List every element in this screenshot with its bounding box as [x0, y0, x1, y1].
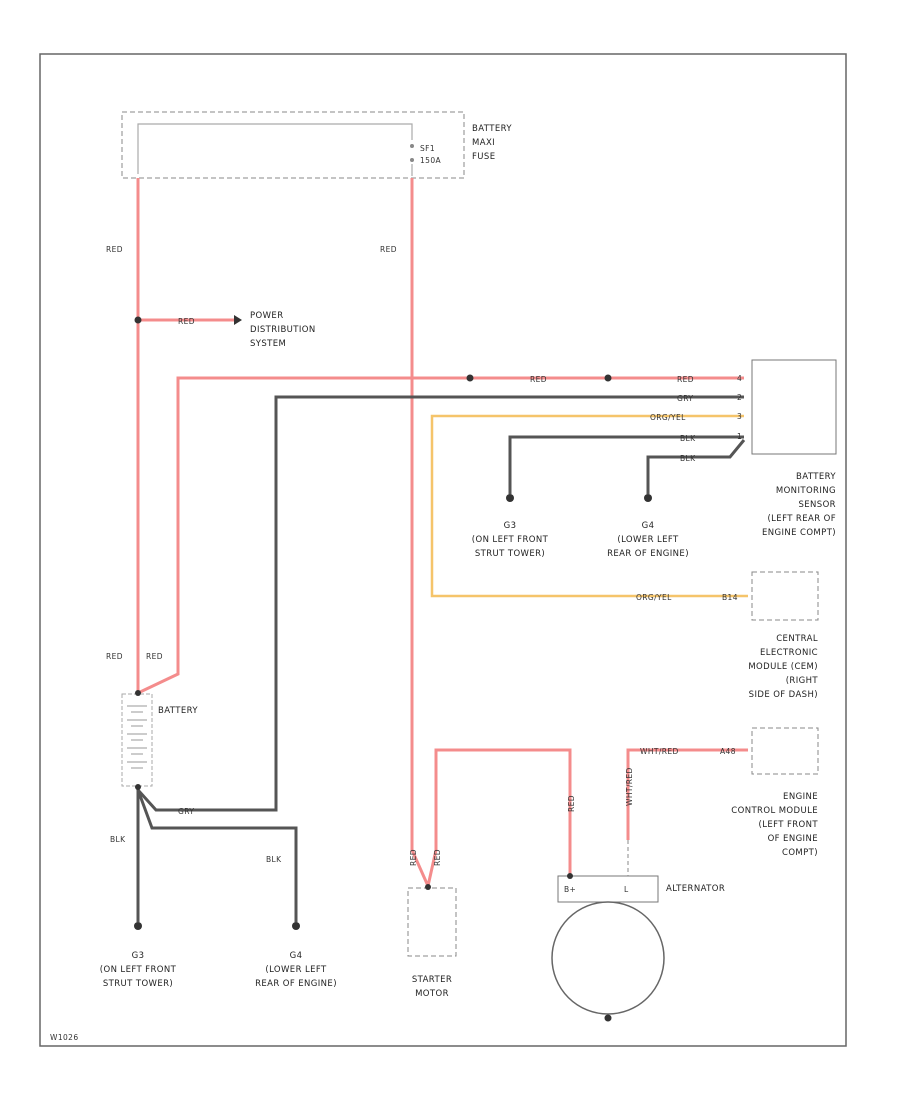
g4-upper-id: G4: [642, 521, 655, 531]
g4-lower-label-1: (LOWER LEFT: [265, 965, 327, 975]
wire-label-gry-2: GRY: [178, 807, 194, 816]
starter-label-1: STARTER: [412, 975, 452, 985]
battery: BATTERY: [121, 690, 198, 790]
diagram-code: W1026: [50, 1033, 79, 1042]
starter-label-2: MOTOR: [415, 989, 449, 999]
wire-label-red-8: RED: [567, 795, 576, 812]
alt-terminal-bplus: B+: [564, 885, 576, 894]
bms-label-5: ENGINE COMPT): [762, 528, 836, 538]
wire-label-red-7: RED: [146, 652, 163, 661]
cem-pin: B14: [722, 593, 738, 602]
bms-pin-4: 4: [737, 374, 742, 383]
bms-label-2: MONITORING: [776, 486, 836, 496]
g4-upper-label-1: (LOWER LEFT: [617, 535, 679, 545]
g3-lower-label-2: STRUT TOWER): [103, 979, 173, 989]
central-electronic-module: B14 CENTRAL ELECTRONIC MODULE (CEM) (RIG…: [722, 571, 819, 700]
wire-label-blk-1: BLK: [680, 434, 696, 443]
ecm-pin: A48: [720, 747, 736, 756]
bms-pin-3: 3: [737, 412, 742, 421]
wire-label-blk-4: BLK: [266, 855, 282, 864]
fuse-label-1: BATTERY: [472, 124, 512, 134]
wire-label-red-6: RED: [106, 652, 123, 661]
starter-motor: STARTER MOTOR: [407, 884, 457, 999]
wire-label-red-1: RED: [106, 245, 123, 254]
cem-label-4: (RIGHT: [786, 676, 819, 686]
ground-g4-lower: G4 (LOWER LEFT REAR OF ENGINE): [255, 922, 337, 989]
ecm-label-4: OF ENGINE: [768, 834, 818, 844]
ground-g3-upper: G3 (ON LEFT FRONT STRUT TOWER): [472, 494, 549, 559]
g4-upper-label-2: REAR OF ENGINE): [607, 549, 689, 559]
fuse-id: SF1: [420, 144, 435, 153]
fuse-label-2: MAXI: [472, 138, 495, 148]
bms-label-3: SENSOR: [798, 500, 836, 510]
g3-upper-label-1: (ON LEFT FRONT: [472, 535, 549, 545]
ecm-label-3: (LEFT FRONT: [759, 820, 819, 830]
g3-upper-label-2: STRUT TOWER): [475, 549, 545, 559]
wire-label-red-10: RED: [433, 849, 442, 866]
wire-label-orgyel-2: ORG/YEL: [636, 593, 672, 602]
fuse-label-3: FUSE: [472, 152, 495, 162]
bms-pin-1: 1: [737, 432, 742, 441]
wire-label-red-9: RED: [409, 849, 418, 866]
cem-label-3: MODULE (CEM): [748, 662, 818, 672]
pds-label-2: DISTRIBUTION: [250, 325, 316, 335]
cem-label-1: CENTRAL: [776, 634, 818, 644]
ecm-label-5: COMPT): [782, 848, 818, 858]
g3-lower-label-1: (ON LEFT FRONT: [100, 965, 177, 975]
battery-monitoring-sensor: 4 2 3 1 BATTERY MONITORING SENSOR (LEFT …: [737, 359, 837, 538]
power-distribution: POWER DISTRIBUTION SYSTEM: [250, 311, 316, 349]
wire-label-orgyel-1: ORG/YEL: [650, 413, 686, 422]
wire-label-red-5: RED: [677, 375, 694, 384]
ground-g4-upper: G4 (LOWER LEFT REAR OF ENGINE): [607, 494, 689, 559]
red-wires: [136, 178, 748, 887]
alternator: B+ L ALTERNATOR: [551, 840, 725, 1022]
pds-label-3: SYSTEM: [250, 339, 286, 349]
fuse-rating: 150A: [420, 156, 442, 165]
maxi-fuse: SF1 150A BATTERY MAXI FUSE: [121, 111, 512, 179]
alternator-label: ALTERNATOR: [666, 884, 725, 894]
cem-label-5: SIDE OF DASH): [749, 690, 818, 700]
wire-labels: RED RED RED RED RED GRY ORG/YEL BLK BLK …: [106, 245, 696, 866]
alt-terminal-l: L: [624, 885, 629, 894]
g3-upper-id: G3: [504, 521, 517, 531]
wire-label-red-2: RED: [380, 245, 397, 254]
ecm-label-2: CONTROL MODULE: [731, 806, 818, 816]
wire-label-gry-1: GRY: [677, 394, 693, 403]
wire-label-blk-3: BLK: [110, 835, 126, 844]
black-wires: [136, 395, 746, 922]
diagram-frame: [39, 53, 847, 1047]
pds-label-1: POWER: [250, 311, 284, 321]
g3-lower-id: G3: [132, 951, 145, 961]
wire-label-whtred-2: WHT/RED: [625, 767, 634, 806]
wire-label-red-3: RED: [178, 317, 195, 326]
engine-control-module: A48 ENGINE CONTROL MODULE (LEFT FRONT OF…: [720, 727, 819, 858]
wire-label-whtred-1: WHT/RED: [640, 747, 679, 756]
bms-label-1: BATTERY: [796, 472, 836, 482]
bms-label-4: (LEFT REAR OF: [767, 514, 836, 524]
cem-label-2: ELECTRONIC: [760, 648, 818, 658]
g4-lower-label-2: REAR OF ENGINE): [255, 979, 337, 989]
wire-label-red-4: RED: [530, 375, 547, 384]
wire-label-blk-2: BLK: [680, 454, 696, 463]
g4-lower-id: G4: [290, 951, 303, 961]
battery-label: BATTERY: [158, 706, 198, 716]
bms-pin-2: 2: [737, 393, 742, 402]
orange-wire: [430, 414, 748, 598]
splices: [134, 316, 612, 382]
ecm-label-1: ENGINE: [783, 792, 818, 802]
ground-g3-lower: G3 (ON LEFT FRONT STRUT TOWER): [100, 922, 177, 989]
